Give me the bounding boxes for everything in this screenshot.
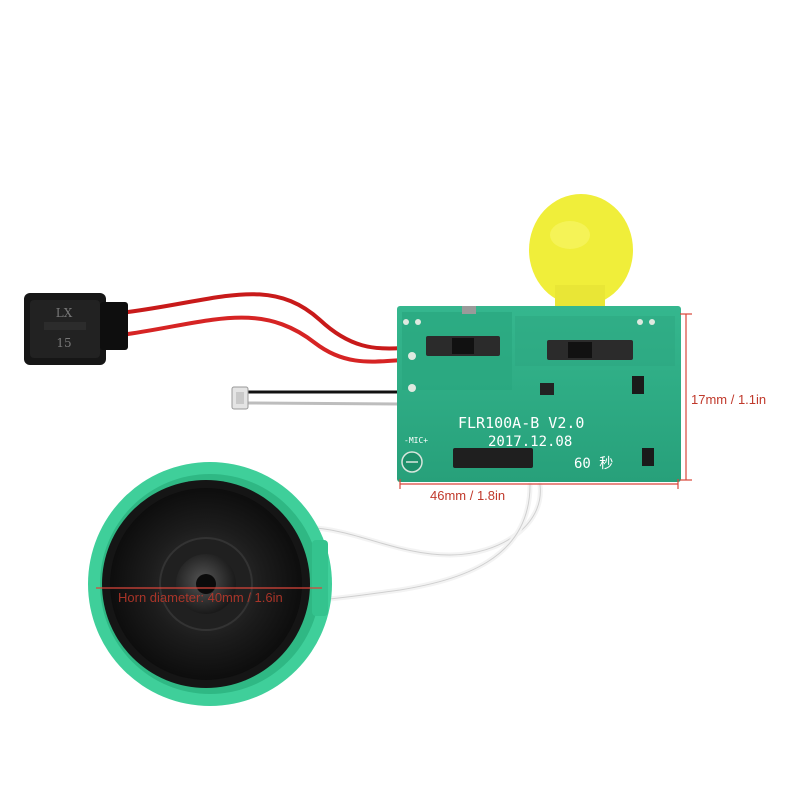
- height-label: 17mm / 1.1in: [691, 392, 766, 407]
- mic-label: -MIC+: [404, 436, 428, 445]
- pcb-date: 2017.12.08: [488, 434, 572, 450]
- button-text-top: LX: [56, 306, 73, 320]
- push-button: LX 15: [24, 293, 128, 365]
- pcb-duration: 60 秒: [574, 456, 613, 472]
- width-dimension: 46mm / 1.8in: [399, 479, 679, 503]
- red-wires: [126, 292, 404, 364]
- light-sensor: [231, 386, 249, 410]
- speaker: [88, 462, 332, 706]
- horn-label: Horn diameter: 40mm / 1.6in: [118, 590, 283, 605]
- pcb-board: -MIC+ FLR100A-B V2.0 2017.12.08 60 秒: [397, 306, 681, 482]
- width-label: 46mm / 1.8in: [430, 488, 505, 503]
- speaker-wires: [313, 482, 543, 603]
- button-text-bottom: 15: [56, 336, 71, 350]
- height-dimension: 17mm / 1.1in: [680, 313, 766, 481]
- pcb-model: FLR100A-B V2.0: [458, 414, 584, 432]
- coin-battery: [529, 194, 633, 317]
- sensor-wires: [246, 390, 402, 406]
- horn-dimension: Horn diameter: 40mm / 1.6in: [96, 587, 322, 605]
